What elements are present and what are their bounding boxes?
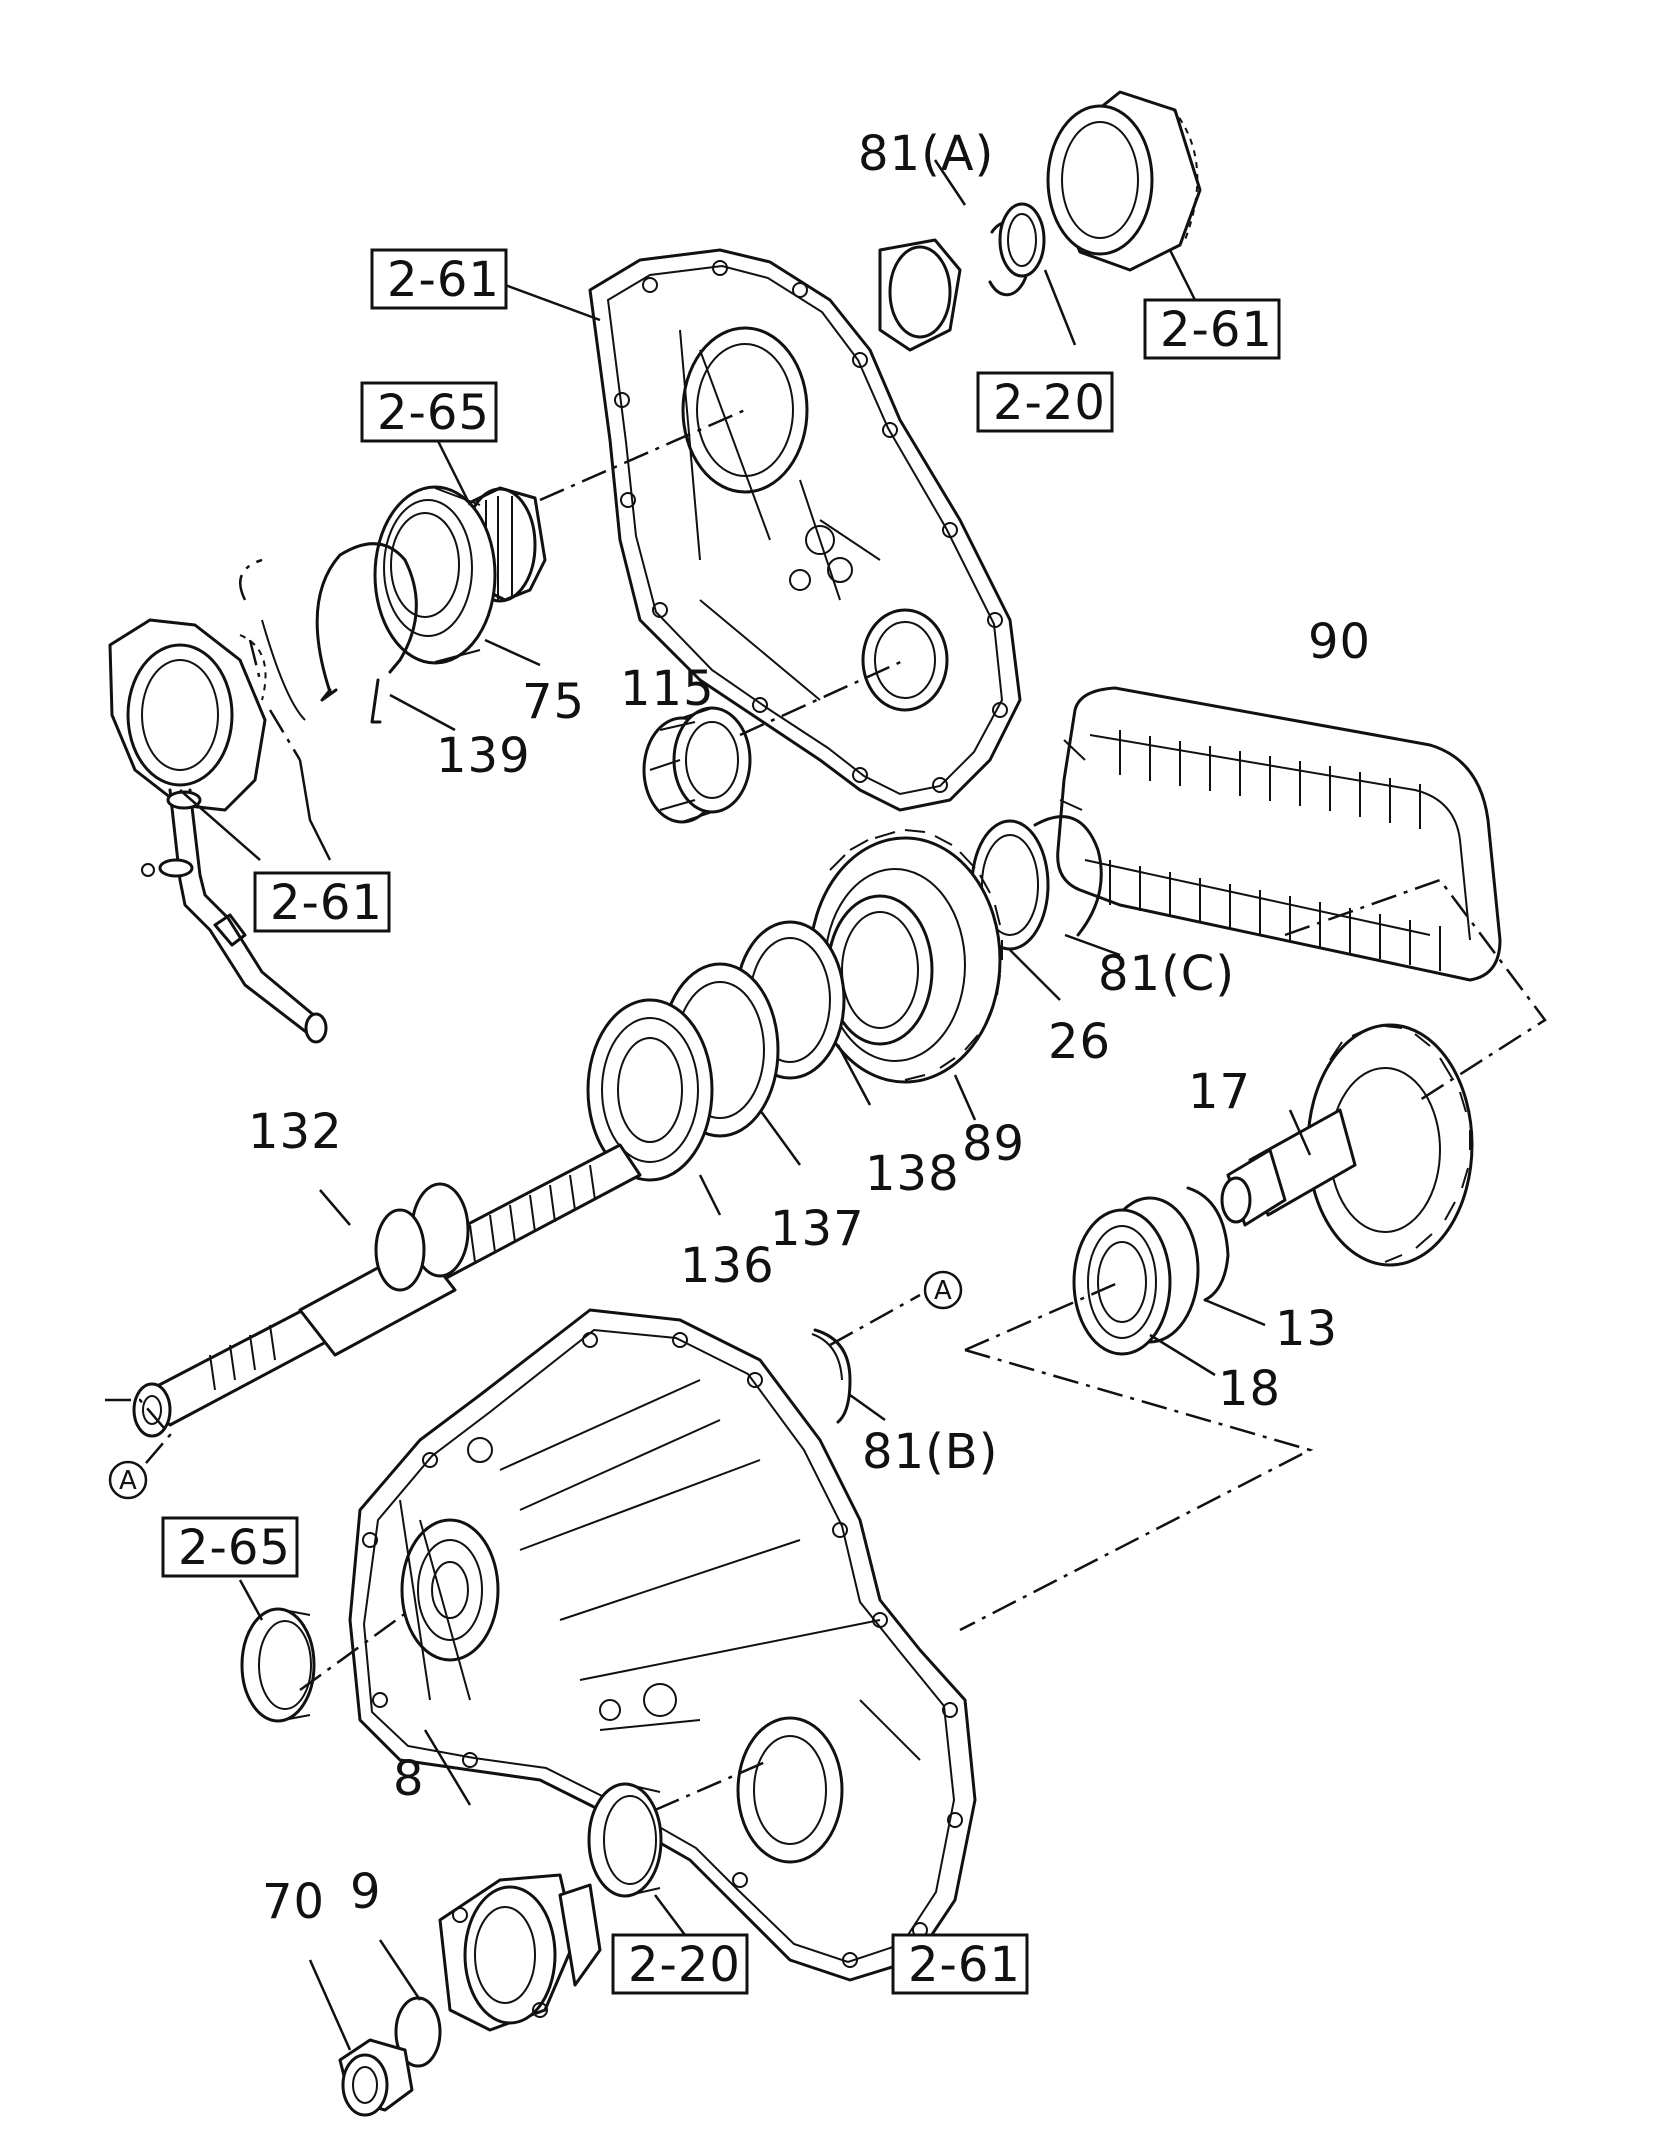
center-lines	[105, 408, 1547, 1812]
bearing-75	[373, 485, 497, 665]
callout-89: 89	[962, 1116, 1025, 1172]
snap-ring-81c	[1033, 815, 1103, 937]
reference-a-top: A	[923, 1270, 963, 1310]
callout-17: 17	[1188, 1064, 1251, 1120]
oil-seal-top	[998, 202, 1046, 278]
callout-70: 70	[262, 1874, 325, 1930]
callout-137: 137	[770, 1201, 865, 1257]
callout-138: 138	[865, 1146, 960, 1202]
svg-text:A: A	[934, 1276, 952, 1306]
boxed-reference-2-20-lower: 2-20	[611, 1933, 749, 1995]
seal-2-65-lower	[240, 1607, 316, 1723]
lower-transfer-case-housing	[348, 1308, 977, 1982]
svg-text:2-20: 2-20	[993, 375, 1106, 431]
callout-81c: 81(C)	[1098, 946, 1235, 1002]
oil-pump-assembly	[108, 618, 328, 1044]
callout-labels: 81(A) 90 115 75 139 26 81(C) 89 138 137 …	[248, 126, 1371, 1930]
needle-bearing-115	[642, 706, 752, 824]
driven-sprocket-17	[1220, 1023, 1474, 1267]
boxed-reference-2-61-lower: 2-61	[891, 1933, 1029, 1995]
callout-136: 136	[680, 1238, 775, 1294]
svg-text:2-65: 2-65	[377, 385, 490, 441]
svg-text:2-61: 2-61	[1160, 302, 1273, 358]
sleeve-136	[586, 998, 714, 1182]
callout-75: 75	[522, 674, 585, 730]
boxed-reference-2-61-upper: 2-61	[370, 248, 508, 310]
boxed-reference-2-20-top: 2-20	[976, 371, 1114, 433]
callout-139: 139	[436, 728, 531, 784]
upper-transfer-case-housing	[588, 238, 1022, 812]
boxed-reference-2-65-upper: 2-65	[360, 381, 498, 443]
svg-text:2-61: 2-61	[387, 252, 500, 308]
rear-cover-8	[438, 1873, 602, 2032]
callout-8: 8	[393, 1751, 425, 1807]
svg-text:A: A	[119, 1466, 137, 1496]
callout-115: 115	[620, 661, 715, 717]
bearing-18	[1072, 1196, 1200, 1356]
seal-2-20-lower	[587, 1782, 663, 1898]
boxed-reference-2-65-lower: 2-65	[161, 1516, 299, 1578]
bearing-top-right	[1046, 90, 1202, 272]
callout-81a: 81(A)	[858, 126, 994, 182]
svg-text:2-61: 2-61	[908, 1937, 1021, 1993]
boxed-reference-2-61-left: 2-61	[253, 871, 391, 933]
callout-26: 26	[1048, 1014, 1111, 1070]
boxed-reference-2-61-top-right: 2-61	[1143, 298, 1281, 360]
callout-18: 18	[1218, 1361, 1281, 1417]
drive-sprocket-89	[808, 829, 1003, 1084]
snap-ring-13	[1186, 1186, 1230, 1302]
snap-ring-81b	[811, 1328, 852, 1424]
callout-90: 90	[1308, 614, 1371, 670]
snap-ring-139	[315, 542, 418, 724]
leader-lines	[179, 159, 1312, 2051]
svg-text:2-20: 2-20	[628, 1937, 741, 1993]
drive-chain-90	[1056, 686, 1502, 982]
svg-text:2-65: 2-65	[178, 1520, 291, 1576]
flange-nut-70	[338, 2038, 414, 2117]
main-shaft-132	[132, 1143, 642, 1438]
reference-a-bottom: A	[108, 1460, 148, 1500]
svg-text:2-61: 2-61	[270, 875, 383, 931]
callout-13: 13	[1275, 1301, 1338, 1357]
callout-132: 132	[248, 1104, 343, 1160]
callout-81b: 81(B)	[862, 1424, 998, 1480]
callout-9: 9	[350, 1864, 382, 1920]
